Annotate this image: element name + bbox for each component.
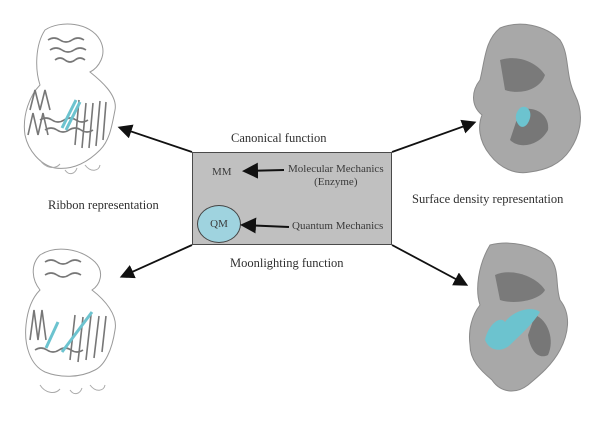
arrow-to-surface-top — [391, 119, 477, 153]
ribbon-protein-bottom-left — [25, 248, 116, 395]
ribbon-representation-label: Ribbon representation — [48, 198, 159, 212]
arrow-mm — [242, 162, 285, 179]
quantum-mechanics-label: Quantum Mechanics — [292, 220, 384, 232]
mm-label: MM — [212, 166, 232, 178]
arrow-to-surface-bottom — [391, 244, 469, 286]
molecular-mechanics-line2: (Enzyme) — [314, 176, 358, 188]
surface-protein-bottom-right — [469, 242, 568, 392]
ribbon-protein-top-left — [23, 23, 116, 175]
surface-protein-top-right — [473, 23, 581, 174]
arrow-qm — [240, 217, 290, 234]
surface-density-representation-label: Surface density representation — [412, 192, 564, 206]
qm-label: QM — [210, 217, 228, 230]
arrow-to-ribbon-top — [117, 124, 193, 153]
arrow-to-ribbon-bottom — [119, 244, 193, 279]
molecular-mechanics-line1: Molecular Mechanics — [288, 163, 384, 175]
canonical-function-label: Canonical function — [231, 131, 327, 145]
connector-arrows — [117, 119, 477, 286]
molecular-mechanics-label: Molecular Mechanics (Enzyme) — [288, 163, 384, 189]
moonlighting-function-label: Moonlighting function — [230, 256, 344, 270]
